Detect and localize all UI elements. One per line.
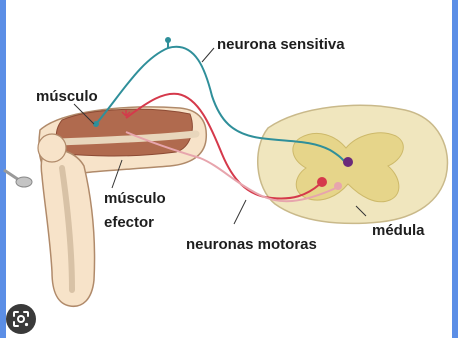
google-lens-button[interactable]: [6, 304, 36, 334]
label-musculo-efector-line2: efector: [104, 214, 154, 232]
label-neurona-sensitiva: neurona sensitiva: [217, 36, 345, 54]
label-musculo-efector-line1: músculo: [104, 190, 166, 208]
google-lens-icon: [12, 310, 30, 328]
label-musculo: músculo: [36, 88, 98, 106]
spinal-cord: [258, 105, 448, 223]
label-medula: médula: [372, 222, 425, 240]
label-neuronas-motoras: neuronas motoras: [186, 236, 317, 254]
